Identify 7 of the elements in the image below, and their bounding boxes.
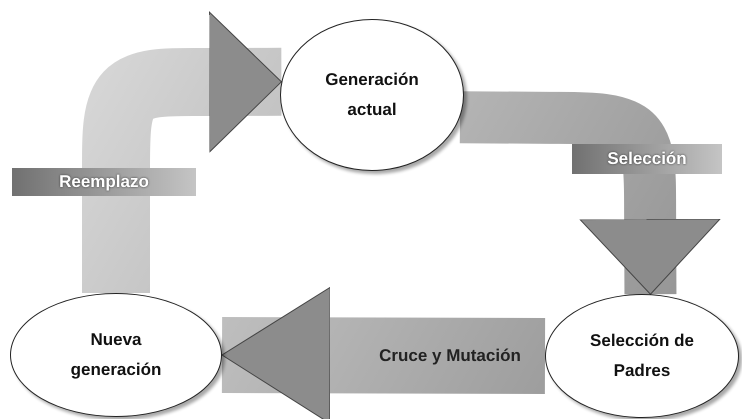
edge-label: Cruce y Mutación: [378, 345, 522, 367]
node-label: Nueva generación: [70, 329, 162, 381]
node-label: Selección de Padres: [589, 330, 695, 382]
node-label: Generación actual: [324, 69, 420, 121]
edge-label: Reemplazo: [12, 168, 196, 196]
block-arrow: [222, 286, 546, 419]
edge-label: Selección: [572, 144, 722, 174]
